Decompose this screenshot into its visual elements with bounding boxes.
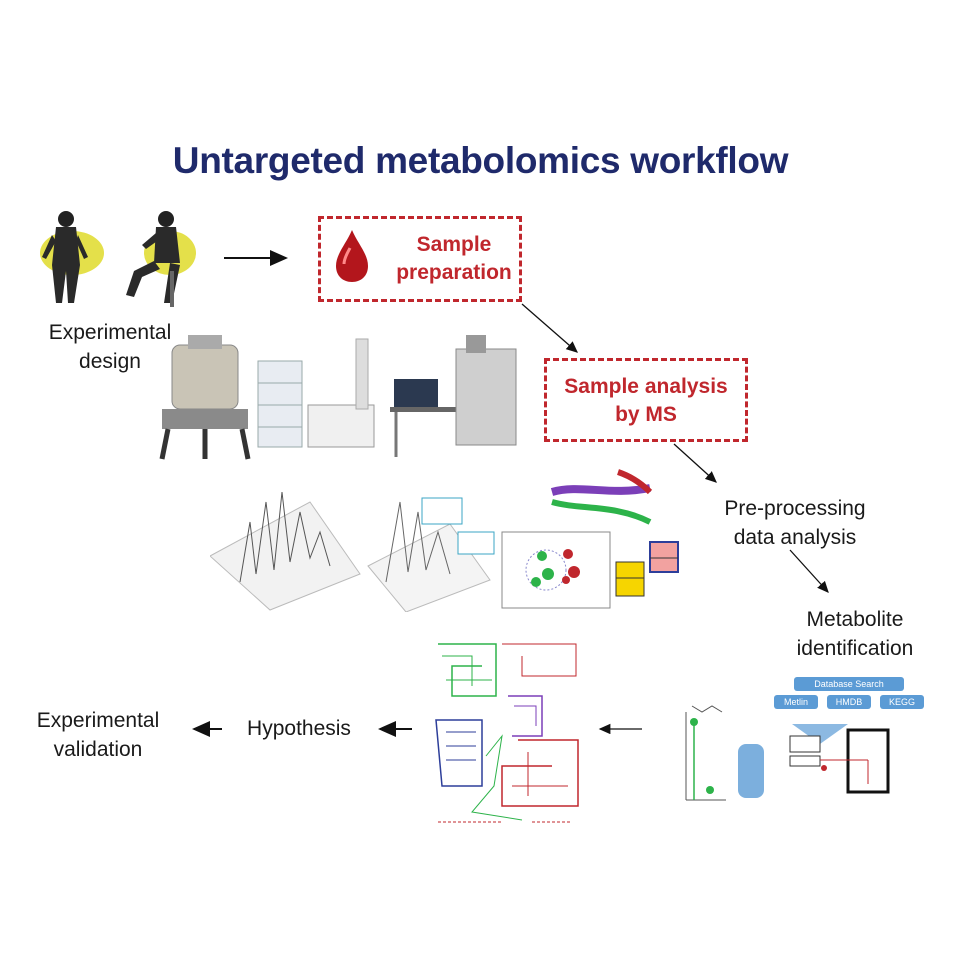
database-source-hmdb: HMDB	[827, 695, 871, 709]
database-panel: Database Search Metlin HMDB KEGG	[774, 677, 924, 721]
database-panel-header: Database Search	[794, 677, 904, 691]
step-sample-analysis: Sample analysis by MS	[544, 358, 748, 442]
step-metabolite-identification: Metabolite identification	[796, 608, 914, 660]
database-source-metlin: Metlin	[774, 695, 818, 709]
identification-results-illustration	[685, 705, 890, 801]
arrow-preparation-to-analysis	[521, 303, 578, 353]
arrow-preprocessing-to-identification	[789, 549, 829, 593]
step-preprocessing: Pre-processing data analysis	[724, 497, 866, 549]
people-illustration	[40, 211, 196, 307]
step-experimental-validation: Experimental validation	[36, 709, 160, 761]
arrow-analysis-to-preprocessing	[673, 443, 717, 483]
step-experimental-design: Experimental design	[48, 321, 172, 373]
preprocessing-plots-illustration	[210, 469, 679, 612]
page-title: Untargeted metabolomics workflow	[172, 140, 789, 181]
blood-drop-icon	[336, 230, 368, 282]
ms-instruments-illustration	[159, 335, 517, 460]
pathway-map-illustration	[432, 636, 582, 830]
step-hypothesis: Hypothesis	[247, 717, 351, 740]
database-source-kegg: KEGG	[880, 695, 924, 709]
